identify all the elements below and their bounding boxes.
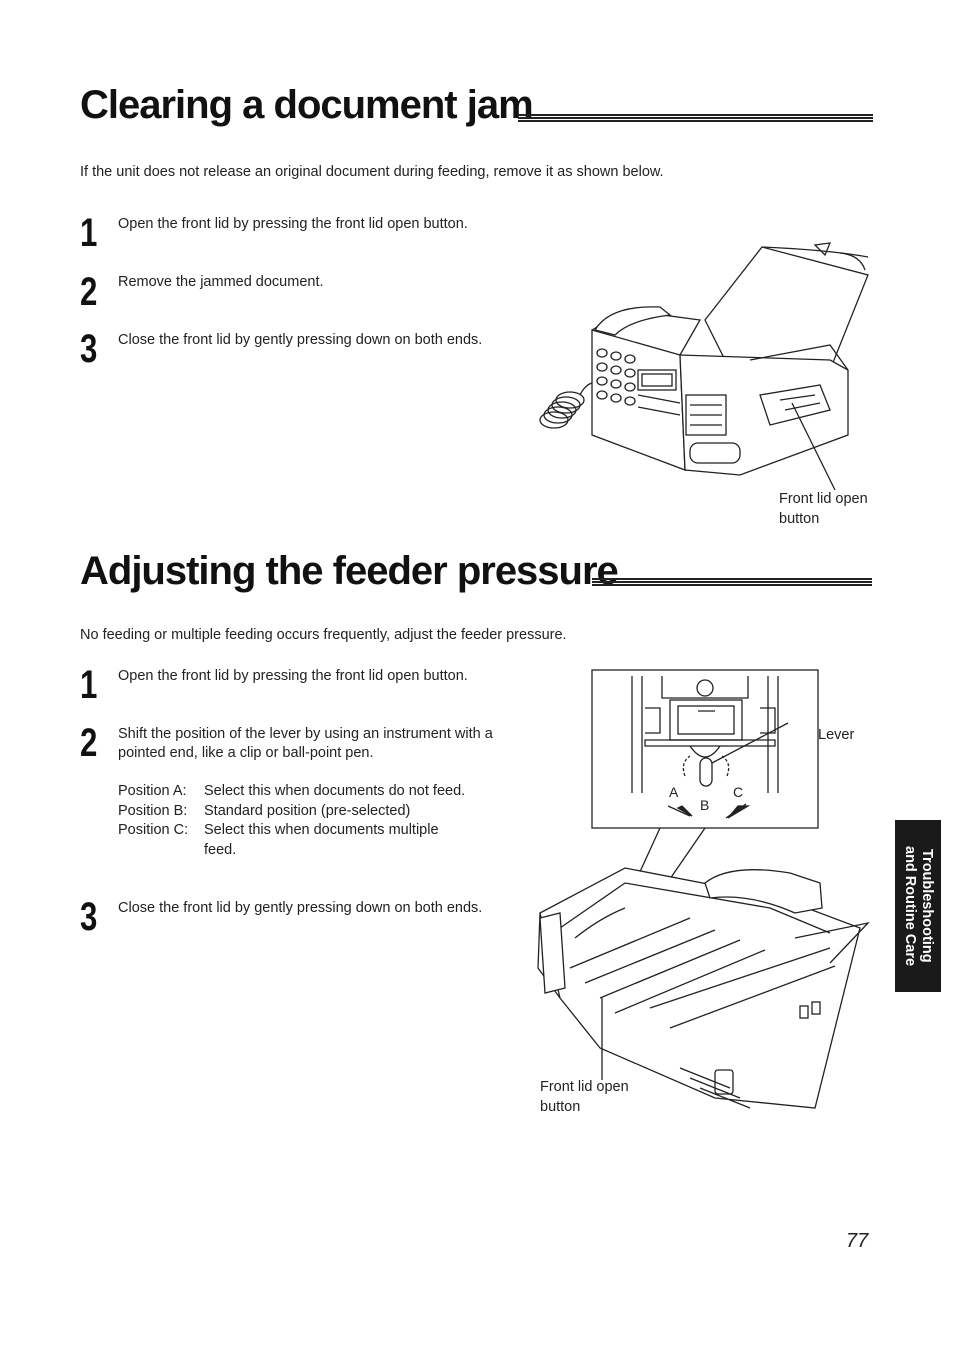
figure-label: Front lid open button	[779, 491, 868, 527]
position-key: Position B:	[118, 802, 188, 819]
fax-machine-illustration	[539, 242, 869, 491]
step-text: Open the front lid by pressing the front…	[118, 216, 468, 232]
feeder-lever-illustration	[537, 669, 870, 1109]
position-a-row: Position A: Select this when documents d…	[118, 782, 474, 802]
position-b-label: B	[700, 797, 710, 813]
figure-label: Front lid open button	[540, 1079, 629, 1115]
step-text: Shift the position of the lever by using…	[118, 726, 493, 761]
step-number: 1	[80, 211, 98, 255]
position-a-label: A	[669, 784, 679, 800]
title-rule	[518, 114, 873, 123]
section-intro: No feeding or multiple feeding occurs fr…	[80, 627, 567, 643]
chapter-tab: Troubleshooting and Routine Care	[895, 820, 941, 992]
chapter-tab-line1: Troubleshooting	[919, 849, 935, 963]
step-number: 3	[80, 895, 98, 939]
lever-label: Lever	[818, 727, 855, 743]
position-desc: Standard position (pre-selected)	[204, 802, 411, 819]
page-number: 77	[846, 1230, 869, 1252]
step-text: Remove the jammed document.	[118, 274, 324, 290]
step-text: Open the front lid by pressing the front…	[118, 668, 468, 684]
position-c-label: C	[733, 784, 744, 800]
section-title: Clearing a document jam	[80, 83, 534, 127]
step-number: 2	[80, 721, 98, 765]
step-number: 2	[80, 270, 98, 314]
section-intro: If the unit does not release an original…	[80, 164, 664, 180]
chapter-tab-line2: and Routine Care	[902, 845, 918, 967]
position-b-row: Position B: Standard position (pre-selec…	[118, 802, 474, 822]
title-rule	[592, 578, 872, 587]
position-key: Position C:	[118, 822, 189, 838]
position-c-row: Position C: Select this when documents m…	[118, 821, 474, 860]
step-number: 1	[80, 663, 98, 707]
position-key: Position A:	[118, 783, 187, 799]
step-number: 3	[80, 327, 98, 371]
position-desc: Select this when documents multiple feed…	[204, 822, 439, 858]
section-title: Adjusting the feeder pressure	[80, 549, 619, 593]
position-desc: Select this when documents do not feed.	[204, 783, 466, 799]
step-text: Close the front lid by gently pressing d…	[118, 900, 483, 916]
position-list: Position A: Select this when documents d…	[118, 782, 474, 860]
step-text: Close the front lid by gently pressing d…	[118, 332, 483, 348]
